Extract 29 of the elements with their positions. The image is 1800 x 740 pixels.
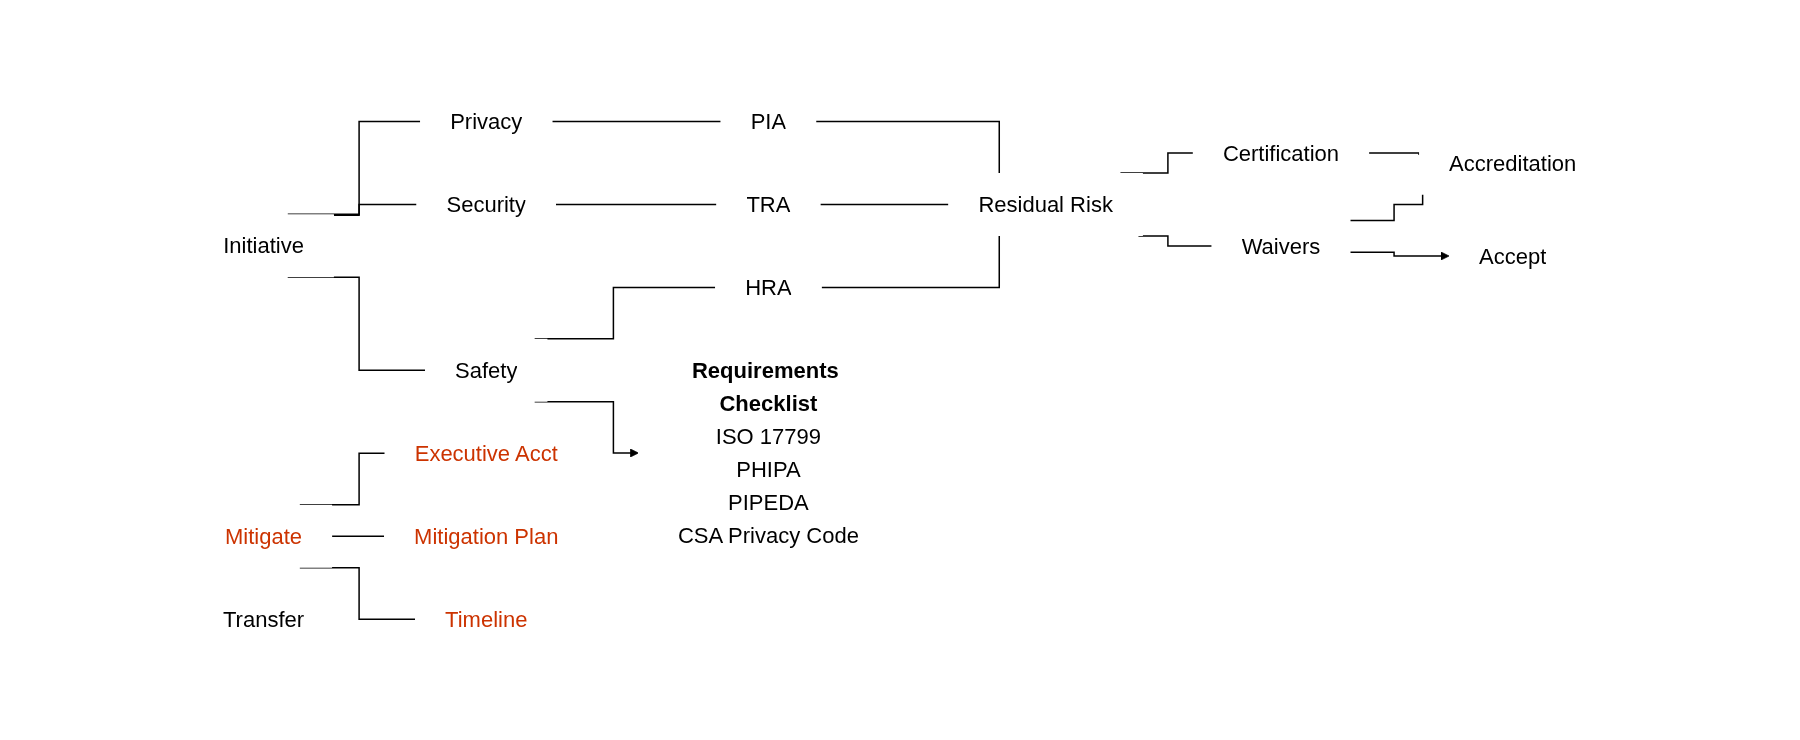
connector xyxy=(331,535,386,537)
arrow xyxy=(1349,251,1450,260)
connector xyxy=(1138,234,1213,247)
node-text: Security xyxy=(446,191,527,217)
node-text: Accept xyxy=(1479,243,1547,269)
node-text: Requirements Checklist ISO 17799 PHIPA PIPEDA CSA Privacy Code xyxy=(678,357,860,548)
connector xyxy=(821,234,1001,288)
connector xyxy=(820,203,950,205)
connector xyxy=(815,120,1001,174)
connector xyxy=(299,566,417,620)
connector xyxy=(333,203,418,216)
node-text: Accreditation xyxy=(1449,150,1577,176)
node-text: TRA xyxy=(746,191,791,217)
node-text: Executive Acct xyxy=(415,440,559,466)
node-text: PIA xyxy=(751,108,787,134)
connector xyxy=(1349,193,1424,221)
node-text: Residual Risk xyxy=(978,191,1114,217)
node-text: HRA xyxy=(745,274,793,300)
node-text: Certification xyxy=(1223,140,1340,166)
node-text: Timeline xyxy=(445,606,528,632)
connector xyxy=(555,203,718,205)
node-text: Mitigation Plan xyxy=(414,523,559,549)
node-text: Transfer xyxy=(223,606,305,632)
node-text: Safety xyxy=(455,357,518,383)
connector xyxy=(287,276,427,371)
connector xyxy=(551,120,722,122)
node-text: Waivers xyxy=(1242,233,1321,259)
connector xyxy=(1368,151,1421,156)
node-text: Privacy xyxy=(450,108,523,134)
